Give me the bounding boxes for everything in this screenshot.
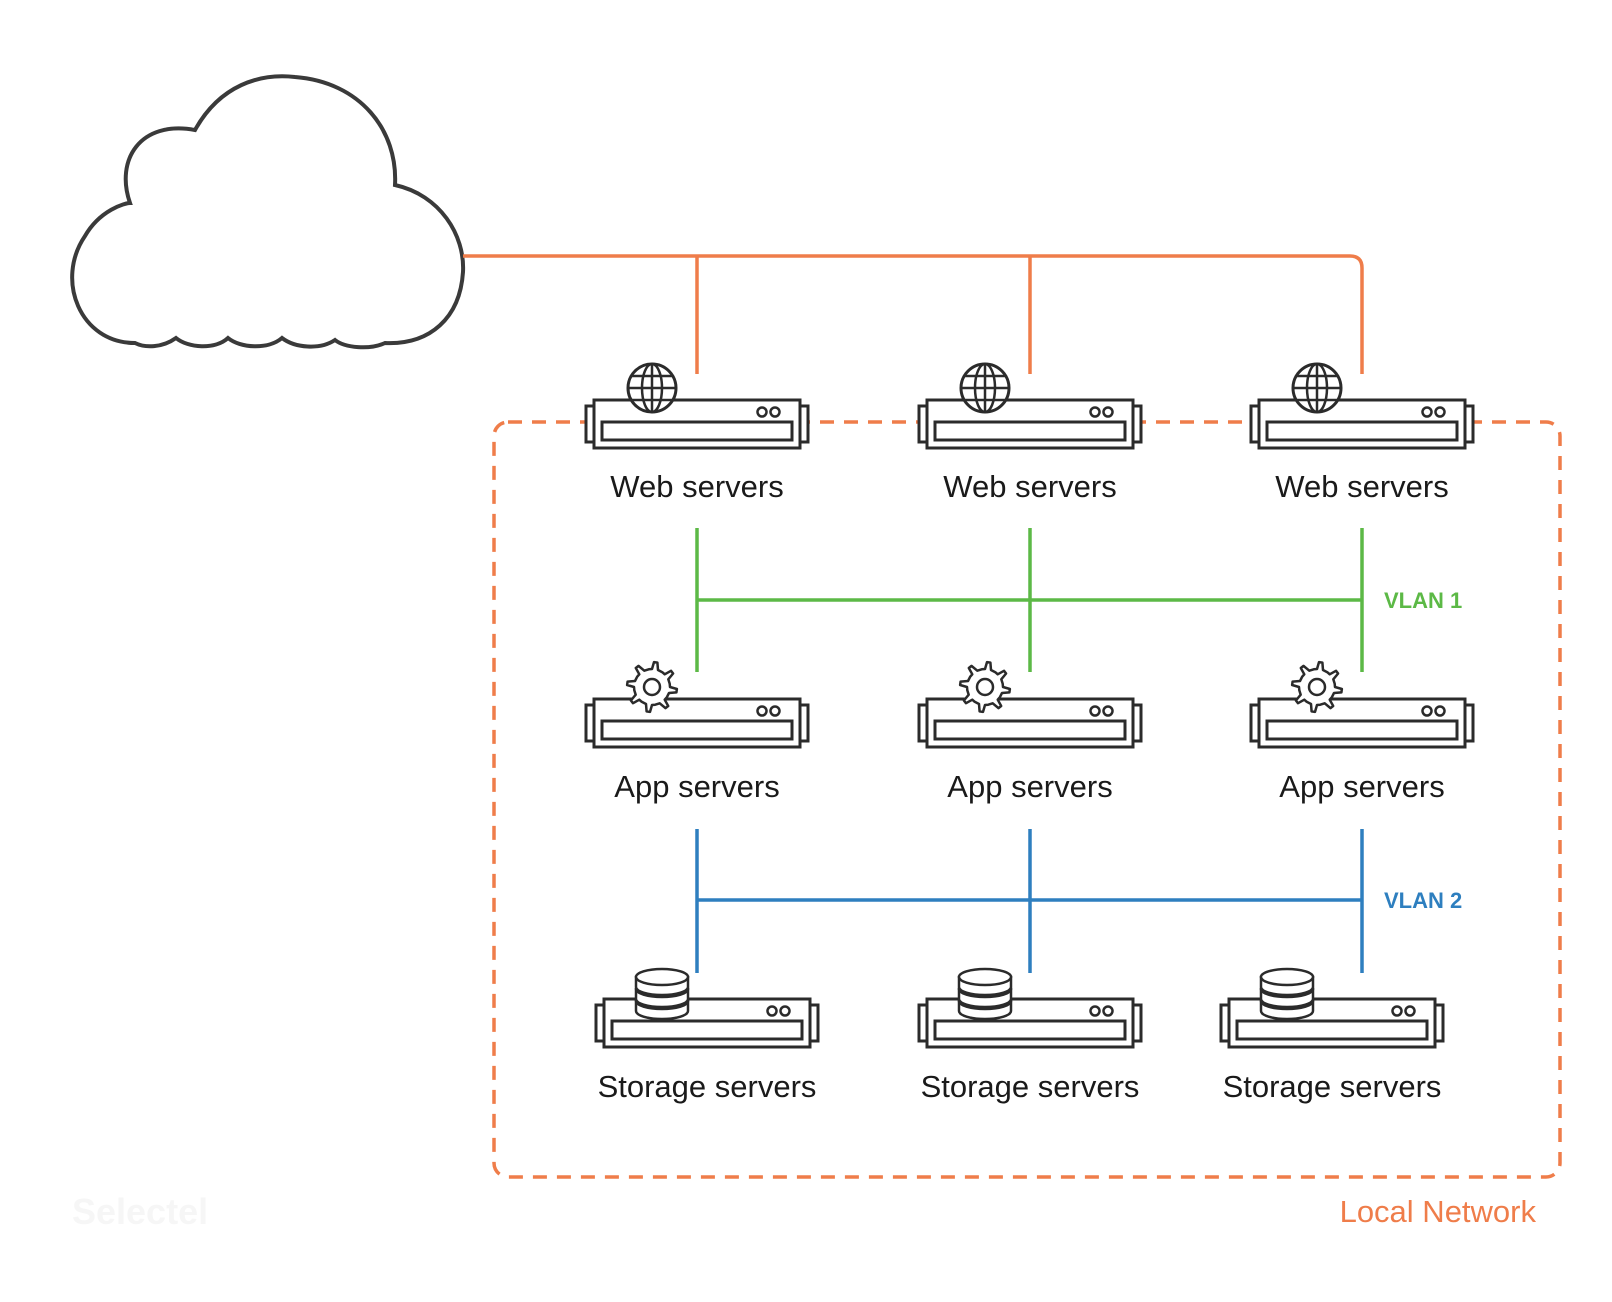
server-icon bbox=[594, 997, 820, 1049]
server-icon bbox=[917, 997, 1143, 1049]
storage-server-3: Storage servers bbox=[1219, 967, 1445, 1104]
server-icon bbox=[584, 697, 810, 749]
web-server-2: Web servers bbox=[917, 362, 1143, 504]
database-icon bbox=[634, 967, 690, 1021]
web-server-label: Web servers bbox=[610, 469, 783, 504]
server-icon bbox=[1249, 697, 1475, 749]
storage-server-label: Storage servers bbox=[598, 1069, 817, 1104]
app-server-label: App servers bbox=[1279, 769, 1444, 804]
vlan-1-links bbox=[695, 528, 1364, 672]
gear-icon bbox=[958, 660, 1012, 714]
server-icon bbox=[1249, 398, 1475, 450]
internet-uplink bbox=[463, 254, 1364, 374]
gear-icon bbox=[625, 660, 679, 714]
database-icon bbox=[1259, 967, 1315, 1021]
server-icon bbox=[584, 398, 810, 450]
vlan-2-links bbox=[695, 829, 1364, 973]
web-server-1: Web servers bbox=[584, 362, 810, 504]
web-server-3: Web servers bbox=[1249, 362, 1475, 504]
app-server-1: App servers bbox=[584, 660, 810, 804]
globe-icon bbox=[626, 362, 678, 414]
server-icon bbox=[917, 398, 1143, 450]
server-icon bbox=[917, 697, 1143, 749]
storage-server-label: Storage servers bbox=[1223, 1069, 1442, 1104]
database-icon bbox=[957, 967, 1013, 1021]
app-server-2: App servers bbox=[917, 660, 1143, 804]
storage-server-1: Storage servers bbox=[594, 967, 820, 1104]
watermark: Selectel bbox=[72, 1191, 208, 1232]
app-server-label: App servers bbox=[614, 769, 779, 804]
server-icon bbox=[1219, 997, 1445, 1049]
globe-icon bbox=[959, 362, 1011, 414]
vlan-2-label: VLAN 2 bbox=[1384, 888, 1462, 913]
gear-icon bbox=[1290, 660, 1344, 714]
cloud-icon bbox=[70, 74, 466, 350]
web-server-label: Web servers bbox=[1275, 469, 1448, 504]
app-server-label: App servers bbox=[947, 769, 1112, 804]
app-server-3: App servers bbox=[1249, 660, 1475, 804]
web-server-label: Web servers bbox=[943, 469, 1116, 504]
local-network-label: Local Network bbox=[1340, 1194, 1537, 1229]
storage-server-label: Storage servers bbox=[921, 1069, 1140, 1104]
storage-server-2: Storage servers bbox=[917, 967, 1143, 1104]
local-network-boundary bbox=[492, 420, 1562, 1179]
vlan-1-label: VLAN 1 bbox=[1384, 588, 1462, 613]
globe-icon bbox=[1291, 362, 1343, 414]
